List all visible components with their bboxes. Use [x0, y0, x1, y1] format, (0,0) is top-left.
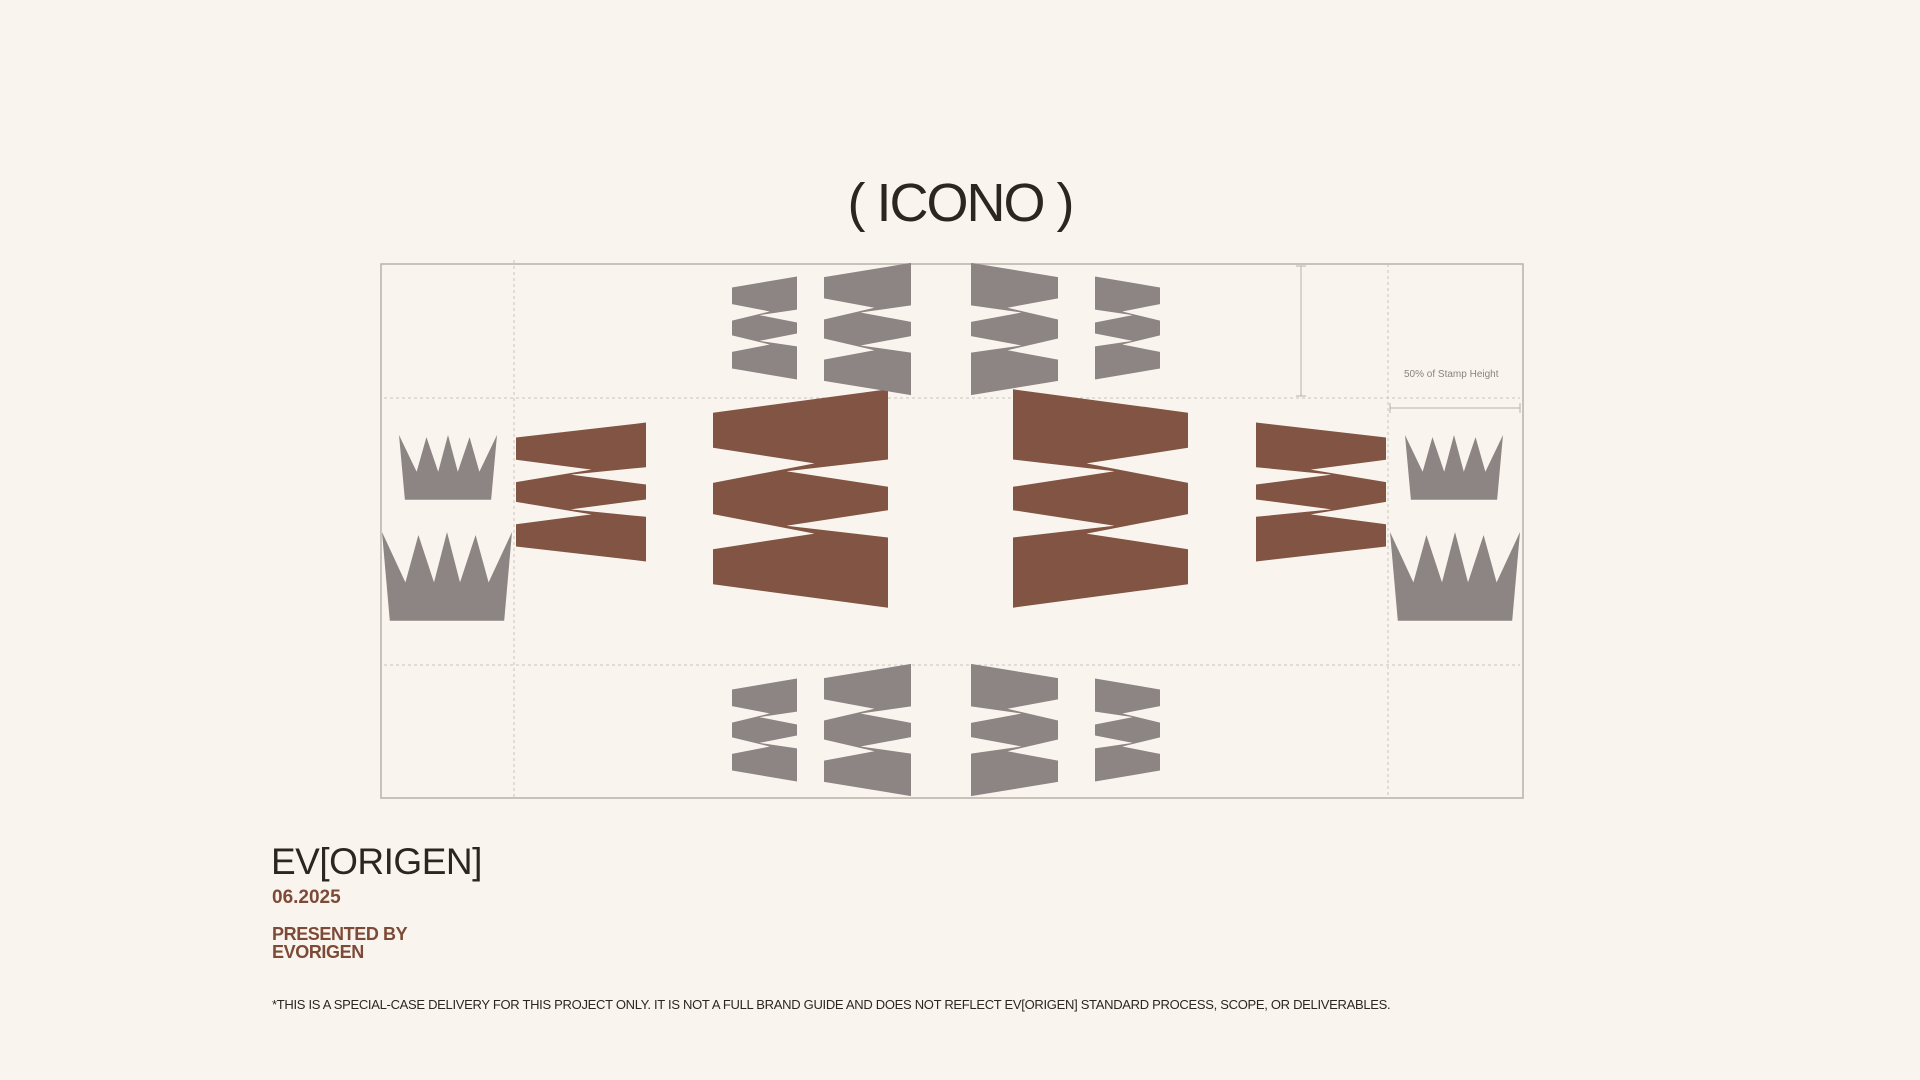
comb-e-icon — [732, 678, 797, 782]
comb-e-icon — [1256, 422, 1386, 562]
comb-e-icon — [713, 389, 888, 608]
comb-e-icon — [971, 663, 1058, 797]
icon-construction-grid: 50% of Stamp Height — [380, 260, 1524, 800]
comb-e-icon — [971, 262, 1058, 396]
guide-lines — [384, 260, 1520, 798]
brand-wordmark: EV[ORIGEN] — [271, 841, 482, 882]
comb-e-icon — [1013, 389, 1188, 608]
comb-e-icon — [824, 663, 911, 797]
secondary-marks-top — [732, 262, 1160, 396]
secondary-marks-bottom — [732, 663, 1160, 797]
comb-e-icon — [732, 276, 797, 380]
page-title: ( ICONO ) — [847, 173, 1075, 233]
date-label: 06.2025 — [272, 887, 341, 908]
presented-by: PRESENTED BY EVORIGEN — [272, 924, 408, 962]
construction-grid-svg: 50% of Stamp Height — [380, 260, 1524, 799]
crown-icon — [1390, 532, 1520, 621]
presented-by-label: PRESENTED BY — [272, 924, 408, 944]
comb-e-icon — [516, 422, 646, 562]
measure-annotation — [1296, 265, 1521, 413]
measure-label: 50% of Stamp Height — [1404, 369, 1499, 380]
comb-e-icon — [1095, 678, 1160, 782]
primary-marks — [516, 389, 1386, 608]
outer-frame — [380, 263, 1524, 799]
crown-icon — [382, 532, 512, 621]
disclaimer-text: *THIS IS A SPECIAL-CASE DELIVERY FOR THI… — [272, 997, 1391, 1012]
presented-by-name: EVORIGEN — [272, 942, 364, 962]
crown-icon — [1405, 435, 1503, 500]
comb-e-icon — [824, 262, 911, 396]
comb-e-icon — [1095, 276, 1160, 380]
crown-icon — [399, 435, 497, 500]
